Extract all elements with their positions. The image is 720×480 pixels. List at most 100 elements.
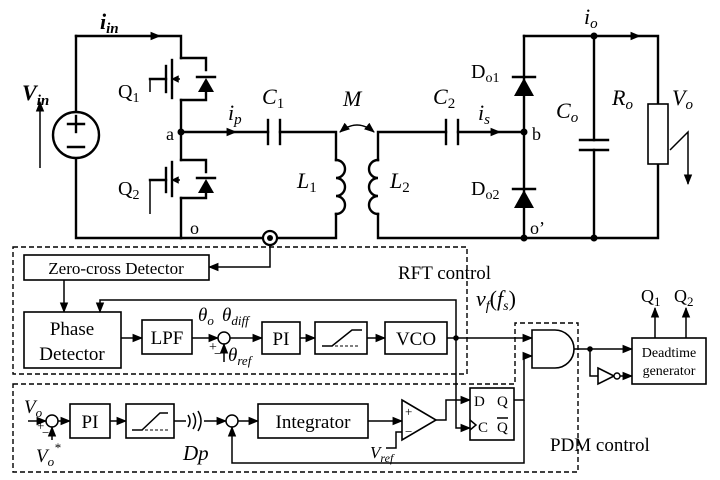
rft-pi-label: PI: [273, 329, 290, 350]
label-vin: Vin: [22, 80, 49, 109]
phase-detector-label-line2: Detector: [39, 344, 105, 365]
label-node-o: o: [190, 218, 199, 238]
phase-detector-label-line1: Phase: [50, 319, 94, 340]
node-a-dot: [177, 128, 185, 136]
pdm-control-border: [12, 322, 579, 473]
rft-control-title: RFT control: [398, 263, 491, 284]
label-l1: L1: [296, 168, 317, 196]
vco-block: [384, 321, 448, 355]
lpf-block: [141, 319, 193, 355]
current-sensor-icon: [261, 229, 279, 247]
vo-arrow-icon: [669, 130, 693, 186]
pdm-control: PDM control + − PI Integrator + − Vref: [12, 286, 707, 473]
label-io: io: [584, 4, 598, 32]
label-dp: Dp: [182, 441, 209, 465]
input-bottom-wire: [74, 156, 183, 240]
label-q1-out: Q1: [641, 286, 661, 309]
co-top-dot: [590, 32, 598, 40]
label-ip: ip: [228, 100, 242, 128]
ff-d-label: D: [474, 394, 485, 410]
integrator-block: [257, 403, 369, 439]
l2-top-wire: [376, 130, 448, 162]
diode-do1-icon: [511, 75, 537, 96]
wireless-link-icon: [187, 410, 202, 432]
label-m: M: [342, 86, 363, 111]
label-do2: Do2: [471, 178, 499, 203]
inductor-l1-icon: [334, 158, 347, 216]
and-to-inverter-wire: [589, 349, 598, 377]
zero-cross-detector-label: Zero-cross Detector: [48, 259, 184, 278]
power-stage: iin Vin Q1 Q2 a o ip C1 L1 M L2 C2 is b …: [22, 4, 693, 247]
label-do1: Do1: [471, 61, 499, 86]
inverter-bubble-icon: [613, 372, 621, 380]
label-ro: Ro: [611, 85, 633, 113]
comparator-to-ff-wire: [436, 395, 472, 421]
label-is: is: [478, 100, 490, 128]
dc-source-icon: [51, 110, 101, 160]
dp-summing-junction-icon: [225, 414, 239, 428]
zero-cross-detector-block: [23, 254, 210, 281]
vref-wire: [386, 431, 402, 449]
c1-to-l1-wire: [278, 130, 338, 162]
phase-detector-block: [23, 311, 122, 369]
ff-c-label: C: [478, 420, 488, 436]
comparator-plus-sign: +: [405, 404, 412, 419]
label-node-o2: o’: [530, 218, 545, 238]
node-b-dot: [520, 128, 528, 136]
l2-bottom-wire: [376, 212, 526, 240]
capacitor-c2-icon: [444, 118, 460, 146]
d-flip-flop-block: [469, 387, 515, 441]
deadtime-label-line2: generator: [643, 364, 696, 379]
theta-summing-junction-icon: [217, 331, 231, 345]
rft-control: RFT control Zero-cross Detector Phase De…: [12, 245, 534, 375]
ff-q-feedback-wire: [227, 400, 525, 464]
label-theta-diff: θdiff: [222, 305, 251, 328]
label-c1: C1: [262, 84, 284, 112]
label-c2: C2: [433, 84, 455, 112]
l1-bottom-wire: [179, 212, 338, 240]
mosfet-q1-icon: [148, 56, 217, 102]
vco-label: VCO: [396, 329, 436, 350]
label-q2-out: Q2: [674, 286, 694, 309]
deadtime-generator-block: [631, 337, 707, 385]
mosfet-q2-icon: [148, 158, 217, 214]
and-gate-icon: [531, 329, 575, 369]
inverter-icon: [597, 366, 616, 386]
output-top-rail: [522, 34, 660, 106]
vco-feedback-wire: [95, 299, 457, 338]
vo-sum-plus-sign: +: [37, 418, 44, 433]
label-node-a: a: [166, 124, 174, 144]
pdm-limiter-block: [125, 403, 175, 439]
sensor-to-zero-cross-wire: [207, 245, 271, 272]
label-l2: L2: [389, 168, 410, 196]
pdm-pi-label: PI: [82, 412, 99, 433]
rft-limiter-icon: [322, 329, 362, 347]
resistor-ro-icon: [647, 103, 669, 165]
label-pdm-vo: Vo: [24, 397, 43, 420]
inductor-l2-icon: [367, 158, 380, 216]
capacitor-co-icon: [578, 138, 610, 152]
theta-sum-plus-sign: +: [209, 340, 217, 355]
comparator-icon: [401, 398, 438, 442]
pdm-control-title: PDM control: [550, 435, 650, 456]
ff-q-to-and-wire: [514, 351, 534, 401]
label-theta-ref: θref: [228, 345, 254, 368]
label-vref: Vref: [370, 443, 395, 465]
pdm-pi-block: [69, 403, 111, 439]
output-bottom-rail: [522, 162, 660, 240]
label-co: Co: [556, 98, 579, 126]
diode-do2-icon: [511, 187, 537, 208]
comparator-minus-sign: −: [405, 424, 412, 439]
deadtime-label-line1: Deadtime: [642, 346, 696, 361]
label-pdm-vo-star: Vo*: [36, 440, 61, 469]
mutual-inductance-arc-icon: [339, 122, 375, 133]
label-vo: Vo: [672, 85, 693, 113]
pdm-limiter-icon: [132, 412, 168, 431]
label-iin: iin: [100, 9, 119, 37]
capacitor-c1-icon: [266, 118, 282, 146]
input-top-wire: [74, 34, 183, 60]
label-node-b: b: [532, 124, 541, 144]
ff-q-label: Q: [497, 394, 508, 410]
label-q2: Q2: [118, 178, 139, 203]
theta-sum-minus-sign: −: [214, 347, 222, 362]
